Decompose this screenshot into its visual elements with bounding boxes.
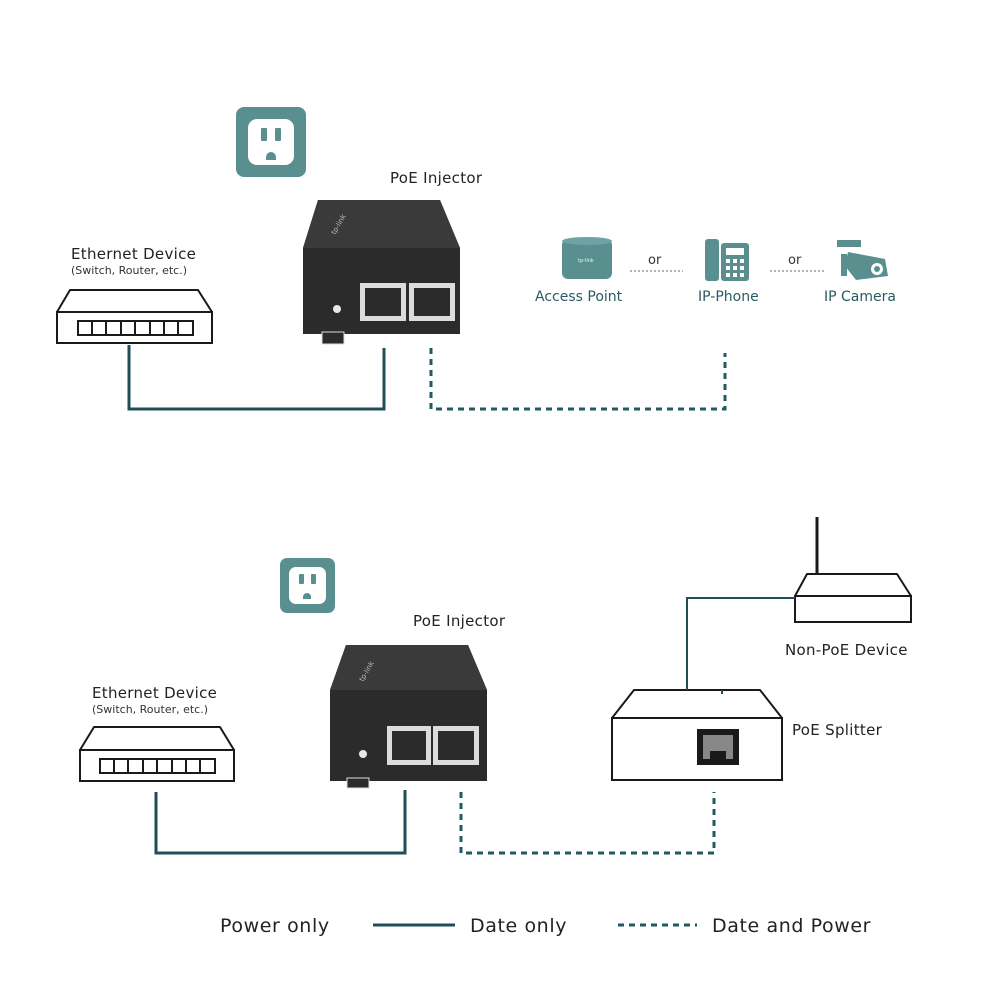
- power-outlet-icon: [236, 107, 306, 177]
- or-label: or: [788, 253, 802, 268]
- ethernet-device-title: Ethernet Device: [92, 684, 218, 702]
- poe-splitter-device: [611, 689, 783, 781]
- data-only-line-splitter: [686, 597, 795, 690]
- ethernet-device-subtitle: (Switch, Router, etc.): [71, 264, 188, 277]
- ip-camera-label: IP Camera: [824, 289, 896, 305]
- ip-phone-icon: [705, 239, 749, 281]
- ip-phone-label: IP-Phone: [698, 289, 759, 305]
- ethernet-device-title: Ethernet Device: [71, 245, 197, 263]
- legend-date-and-power: Date and Power: [712, 915, 872, 937]
- ip-camera-icon: [837, 240, 888, 280]
- data-and-power-line-top: [429, 348, 727, 411]
- power-outlet-icon: [280, 558, 335, 613]
- ethernet-device-subtitle: (Switch, Router, etc.): [92, 703, 209, 716]
- ethernet-switch-device: [79, 726, 235, 782]
- or-label: or: [648, 253, 662, 268]
- poe-injector-device: tp-link: [330, 645, 487, 789]
- legend-power-only: Power only: [220, 915, 330, 937]
- non-poe-device-label: Non-PoE Device: [785, 641, 908, 659]
- poe-injector-device: tp-link: [303, 200, 460, 345]
- poe-injector-label: PoE Injector: [390, 169, 483, 187]
- data-and-power-line-bottom: [459, 792, 716, 855]
- poe-splitter-label: PoE Splitter: [792, 721, 883, 739]
- access-point-icon: tp-link: [562, 237, 612, 279]
- data-only-line-bottom: [154, 790, 407, 855]
- poe-injector-label: PoE Injector: [413, 612, 506, 630]
- data-only-line-top: [127, 345, 386, 411]
- svg-text:tp-link: tp-link: [578, 258, 594, 264]
- non-poe-device: [794, 517, 912, 623]
- legend-date-only: Date only: [470, 915, 568, 937]
- access-point-label: Access Point: [535, 289, 623, 305]
- ethernet-switch-device: [56, 289, 213, 344]
